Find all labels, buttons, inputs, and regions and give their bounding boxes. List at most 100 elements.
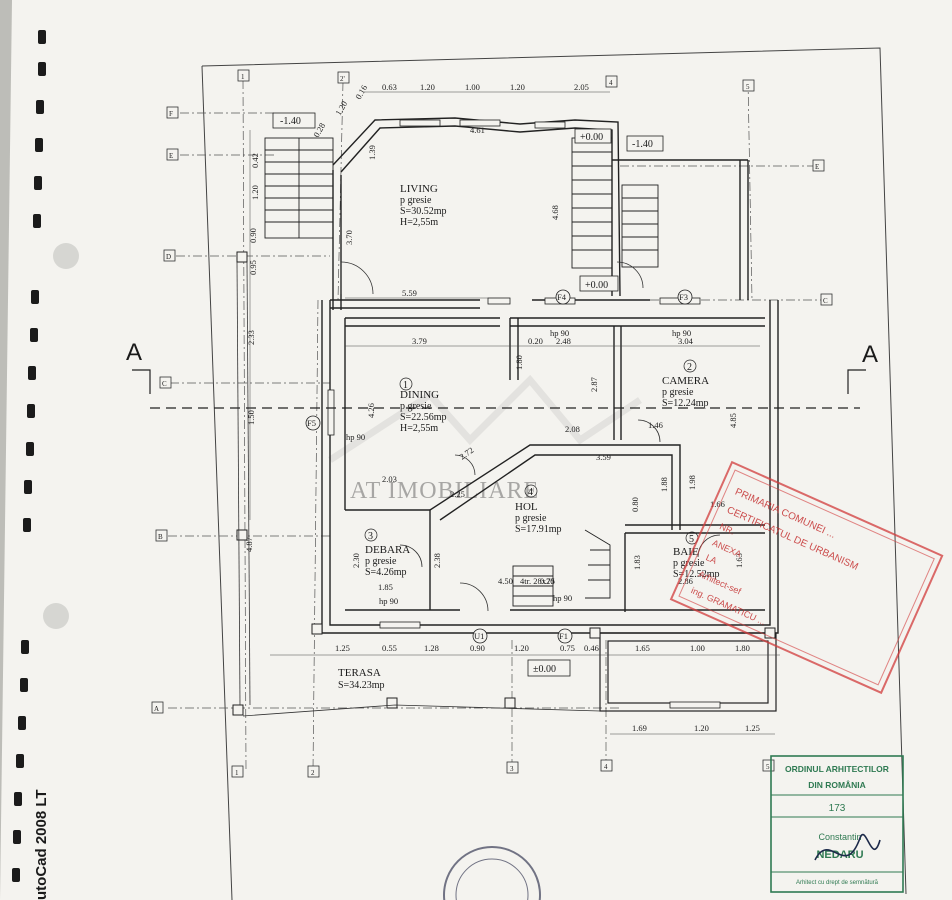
svg-text:3.70: 3.70 [344,230,354,245]
svg-text:1: 1 [241,73,245,81]
level-stair-left: -1.40 [280,116,301,127]
svg-text:E: E [815,163,819,171]
svg-text:1.50: 1.50 [246,410,256,425]
svg-text:1.20: 1.20 [250,185,260,200]
dims-interior: 5.59 3.79 0.20 2.48 3.04 1.80 2.87 4.26 … [344,145,738,512]
section-mark-left: A [126,339,142,366]
svg-text:2: 2 [687,362,692,373]
svg-text:1.88: 1.88 [659,477,669,492]
hp-label: hp 90 [550,328,569,338]
svg-text:4: 4 [609,79,613,87]
terrace-label: TERASA S=34.23mp [338,667,384,691]
watermark-text: AT IMOBILIARE [350,478,539,504]
svg-text:E: E [169,152,173,160]
svg-text:1.80: 1.80 [514,355,524,370]
svg-text:3.79: 3.79 [412,336,427,346]
svg-text:1.28: 1.28 [424,643,439,653]
dims-bottom: 1.25 0.55 1.28 0.90 1.20 0.75 0.46 1.65 … [335,643,750,653]
svg-text:1.20: 1.20 [694,723,709,733]
svg-text:A: A [154,705,159,713]
svg-text:0.63: 0.63 [382,82,397,92]
svg-text:0.75: 0.75 [560,643,575,653]
svg-text:0.90: 0.90 [470,643,485,653]
binder-comb [12,30,46,882]
stair-note: 4tr. 28x20 [520,576,554,586]
svg-text:0.46: 0.46 [584,643,599,653]
svg-text:4.68: 4.68 [550,205,560,220]
svg-text:4.87: 4.87 [244,537,254,552]
svg-text:Arhitect cu drept de semnătură: Arhitect cu drept de semnătură [796,880,879,886]
svg-text:4.61: 4.61 [470,125,485,135]
stairs-hall [512,529,611,607]
svg-text:1.25: 1.25 [745,723,760,733]
sheet-frame [201,47,907,895]
software-label: utoCad 2008 LT [33,789,50,900]
architect-stamp: ORDINUL ARHITECTILOR DIN ROMÂNIA 173 Con… [770,755,904,893]
section-line [132,369,866,409]
svg-text:2.05: 2.05 [574,82,589,92]
svg-text:1.00: 1.00 [465,82,480,92]
svg-text:0.80: 0.80 [630,497,640,512]
svg-text:BAIE: BAIE [673,546,699,558]
svg-text:B: B [158,533,163,541]
hp-label: hp 90 [346,432,365,442]
svg-text:p gresie: p gresie [400,401,432,412]
room-living: LIVING p gresie S=30.52mp H=2,55m [400,183,446,228]
svg-text:5: 5 [766,763,770,771]
svg-text:1.85: 1.85 [378,582,393,592]
svg-text:TERASA: TERASA [338,667,381,679]
svg-text:5: 5 [746,83,750,91]
level-tags [272,112,664,677]
svg-text:p gresie: p gresie [662,387,694,398]
svg-text:F4: F4 [557,292,567,302]
svg-text:2.03: 2.03 [382,474,397,484]
hp-label: hp 90 [672,328,691,338]
svg-text:1.39: 1.39 [367,145,377,160]
svg-text:LIVING: LIVING [400,183,438,195]
svg-text:1.69: 1.69 [632,723,647,733]
svg-text:S=34.23mp: S=34.23mp [338,680,384,691]
walls [321,117,779,634]
svg-text:2.33: 2.33 [246,330,256,345]
svg-text:2.08: 2.08 [565,424,580,434]
svg-text:p gresie: p gresie [365,556,397,567]
svg-text:1.98: 1.98 [687,475,697,490]
watermark [328,374,642,463]
window-tags [305,289,693,644]
round-seal [443,846,541,900]
svg-text:S=30.52mp: S=30.52mp [400,206,446,217]
svg-text:DEBARA: DEBARA [365,544,410,556]
svg-text:2: 2 [311,769,315,777]
svg-text:3: 3 [368,531,373,542]
section-mark-right: A [862,341,878,368]
svg-text:3.04: 3.04 [678,336,694,346]
svg-text:3: 3 [510,765,514,773]
grid-tags [151,69,833,778]
grid-tag-labels: F E D C B A E C 1 2' 4 5 1 2 3 4 5 [154,73,828,777]
svg-text:1.66: 1.66 [710,499,725,509]
svg-text:4: 4 [528,487,533,498]
svg-text:p gresie: p gresie [515,513,547,524]
hp-label: hp 90 [553,593,572,603]
svg-text:DINING: DINING [400,389,439,401]
svg-text:2.38: 2.38 [432,553,442,568]
svg-text:1: 1 [235,769,239,777]
punch-hole [43,603,69,629]
svg-text:HOL: HOL [515,501,538,513]
svg-text:1.20: 1.20 [514,643,529,653]
svg-text:1.65: 1.65 [635,643,650,653]
hp-label: hp 90 [379,596,398,606]
svg-text:1.63: 1.63 [734,553,744,568]
svg-text:C: C [823,297,828,305]
columns [232,251,776,716]
svg-text:CAMERA: CAMERA [662,375,709,387]
svg-text:4.50: 4.50 [498,576,513,586]
svg-text:2.30: 2.30 [351,553,361,568]
svg-text:4: 4 [604,763,608,771]
svg-text:1.20: 1.20 [420,82,435,92]
doors [340,261,721,612]
terrace-railing [236,261,601,717]
room-dining: 1 DINING p gresie S=22.56mp H=2,55m [399,377,446,434]
